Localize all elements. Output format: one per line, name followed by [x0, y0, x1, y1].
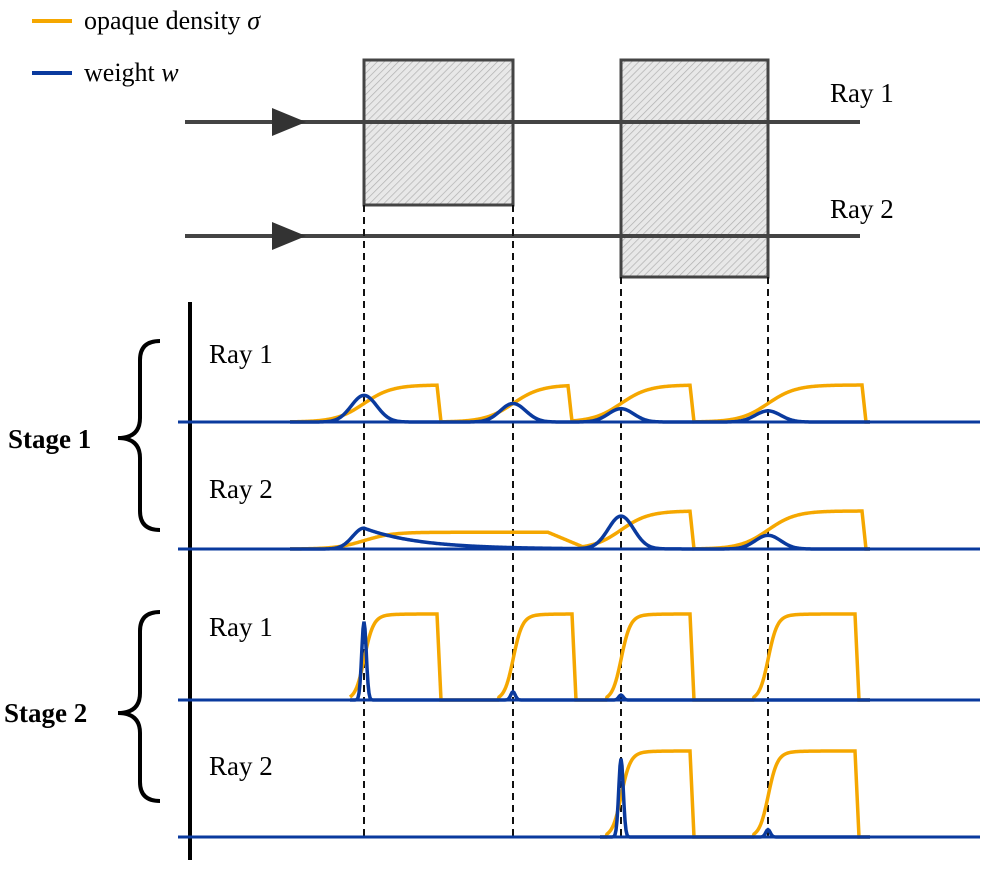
panel-stage2-ray2: Ray 2 [178, 749, 980, 839]
panel-ray-label: Ray 2 [209, 751, 273, 781]
stage-1-brace [117, 339, 161, 532]
panel-stage2-ray1: Ray 1 [178, 612, 980, 702]
weight-curve [350, 621, 870, 702]
panel-ray-label: Ray 1 [209, 612, 273, 642]
density-legend-label: opaque density σ [84, 6, 261, 35]
legend: opaque density σ weight w [32, 6, 261, 87]
density-curve [600, 749, 870, 839]
boundary-guides [363, 205, 769, 838]
panel-ray-label: Ray 1 [209, 339, 273, 369]
ray-1-arrow-icon [272, 108, 306, 136]
occluder-box-1 [362, 58, 515, 207]
ray-1-label: Ray 1 [830, 78, 894, 108]
stage-2-group: Stage 2 [4, 610, 161, 803]
stage-1-group: Stage 1 [8, 339, 161, 532]
density-curve [289, 383, 870, 424]
scene: Ray 1 Ray 2 [185, 58, 894, 279]
panel-ray-label: Ray 2 [209, 474, 273, 504]
density-curve [348, 612, 870, 702]
panel-stage1-ray2: Ray 2 [178, 474, 980, 551]
weight-curve [600, 758, 870, 839]
stage-1-label: Stage 1 [8, 424, 91, 454]
weight-legend-label: weight w [84, 58, 179, 87]
ray-2-label: Ray 2 [830, 194, 894, 224]
weight-curve [290, 393, 870, 424]
stage-2-brace [117, 610, 161, 803]
occluder-box-2 [619, 58, 770, 279]
panel-stage1-ray1: Ray 1 [178, 339, 980, 424]
stage-2-label: Stage 2 [4, 698, 87, 728]
ray-2-arrow-icon [272, 222, 306, 250]
